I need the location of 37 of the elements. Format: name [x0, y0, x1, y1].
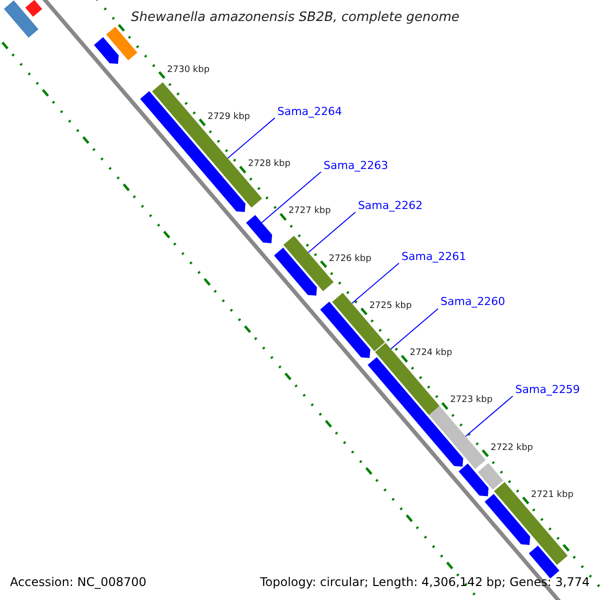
map-title: Shewanella amazonensis SB2B, complete genome	[131, 11, 460, 24]
scale-label: 2730 kbp	[167, 66, 210, 75]
leader-line	[465, 396, 514, 437]
scale-label: 2721 kbp	[531, 490, 574, 500]
scale-label: 2729 kbp	[208, 112, 250, 122]
gene-bar	[320, 302, 370, 358]
gene-bar	[428, 406, 486, 470]
gene-label: Sama_2259	[515, 384, 580, 395]
leader-line	[351, 262, 400, 304]
scale-label: 2724 kbp	[410, 349, 452, 358]
leader-line	[390, 308, 438, 350]
gene-label: Sama_2261	[402, 250, 466, 262]
gene-bar	[478, 463, 504, 490]
gene-bar	[94, 37, 119, 64]
scale-label: 2726 kbp	[328, 254, 372, 264]
scale-label: 2723 kbp	[450, 396, 493, 406]
gene-label: Sama_2262	[358, 200, 423, 211]
gene-bar	[106, 26, 138, 60]
leader-line	[227, 117, 276, 159]
gene-bar	[4, 0, 38, 38]
leader-line	[261, 171, 322, 224]
gene-bar	[274, 248, 317, 296]
scale-label: 2725 kbp	[369, 302, 412, 311]
scale-label: 2728 kbp	[248, 160, 290, 170]
scale-label: 2722 kbp	[490, 444, 534, 453]
gene-bar	[25, 0, 42, 17]
scale-label: 2727 kbp	[288, 207, 331, 216]
gene-bar	[246, 215, 272, 244]
gene-bar	[484, 494, 530, 545]
gene-bar	[528, 546, 560, 578]
info-text: Accession: NC_008700	[10, 576, 146, 588]
leader-line	[308, 212, 356, 253]
gene-bar	[458, 464, 489, 496]
gene-label: Sama_2263	[324, 160, 388, 171]
gene-label: Sama_2260	[440, 296, 506, 308]
gene-label: Sama_2264	[277, 106, 342, 117]
info-text: Topology: circular; Length: 4,306,142 bp; Genes: 3,774	[260, 576, 590, 588]
